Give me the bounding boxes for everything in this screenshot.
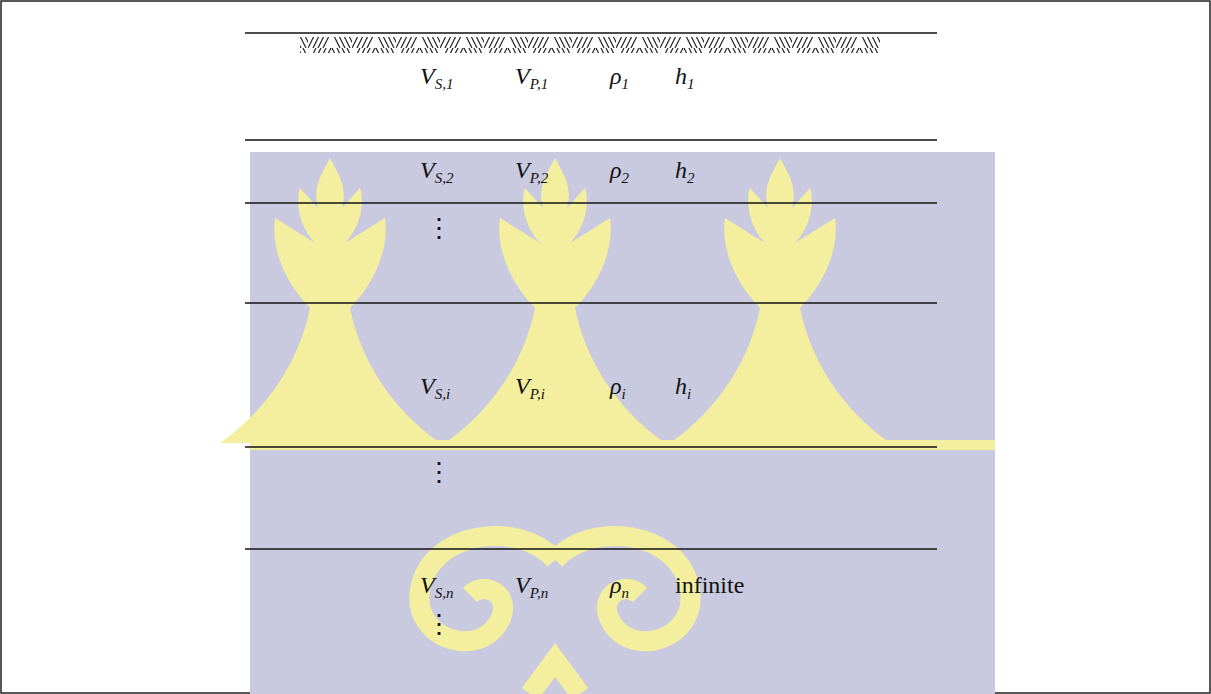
continuation-dots: ⋮: [426, 460, 452, 486]
layer-parameter: ρ2: [610, 158, 629, 186]
layer-parameter: VP,1: [515, 64, 548, 92]
layer-parameter: h1: [675, 64, 695, 92]
soil-layer: VS,2 VP,2 ρ2 h2: [245, 141, 937, 203]
watermark-band: [250, 440, 995, 450]
layer-parameter: VS,1: [420, 64, 453, 92]
soil-layer: VS,1 VP,1 ρ1 h1: [245, 54, 937, 140]
layer-parameter: ρ1: [610, 64, 629, 92]
continuation-dots: ⋮: [426, 216, 452, 242]
continuation-dots: ⋮: [426, 612, 452, 638]
layer-parameter: infinite: [675, 573, 744, 597]
soil-layer: VS,n VP,n ρn infinite: [245, 550, 937, 650]
layer-parameter: h2: [675, 158, 695, 186]
layer-parameter: VP,i: [515, 374, 545, 402]
watermark-tree: [220, 158, 440, 443]
layer-parameter: ρn: [610, 573, 629, 601]
layer-parameter: VS,i: [420, 374, 450, 402]
watermark-tree: [445, 158, 665, 443]
layer-parameter: hi: [675, 374, 691, 402]
layer-parameter: ρi: [610, 374, 626, 402]
layer-parameter: VP,n: [515, 573, 548, 601]
soil-layer: VS,i VP,i ρi hi: [245, 304, 937, 447]
layer-parameter: VS,2: [420, 158, 453, 186]
watermark-tree: [670, 158, 890, 443]
layer-boundaries: [245, 33, 937, 549]
ground-hatching: [300, 37, 880, 53]
layer-parameter: VP,2: [515, 158, 548, 186]
layer-parameter: VS,n: [420, 573, 453, 601]
watermark-scroll: [419, 536, 690, 694]
